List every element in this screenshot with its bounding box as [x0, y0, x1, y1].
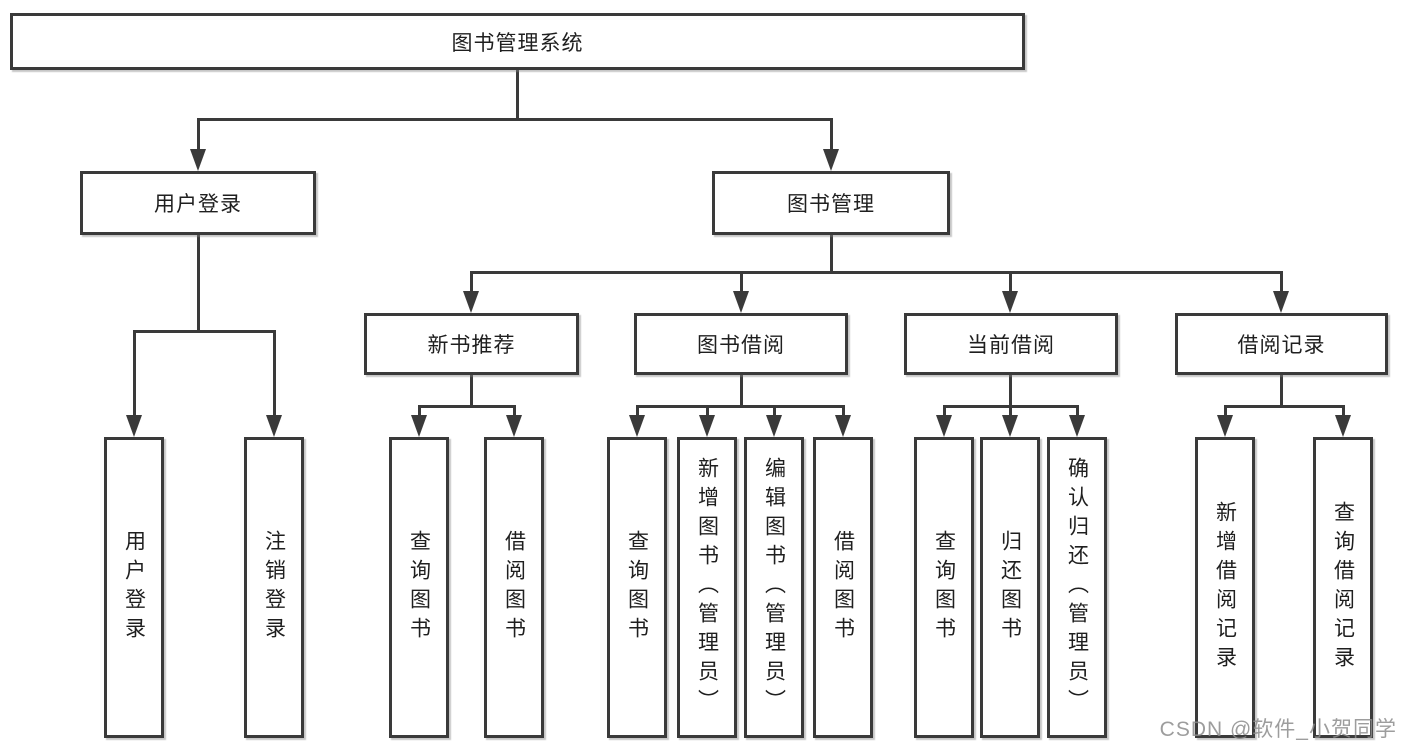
connector-book-borrow-stub — [740, 375, 743, 407]
arrow-leaf-login — [126, 415, 142, 437]
arrow-nb-borrow — [506, 415, 522, 437]
leaf-newbook-borrow-books-label: 借阅图书 — [502, 529, 526, 646]
connector-drop-book-borrow — [740, 271, 743, 293]
leaf-current-query-books-label: 查询图书 — [932, 529, 956, 646]
connector-drop-cb-return — [1009, 405, 1012, 416]
arrow-br-query — [1335, 415, 1351, 437]
connector-current-borrow-stub — [1009, 375, 1012, 407]
leaf-current-query-books: 查询图书 — [914, 437, 974, 738]
connector-drop-current-borrow — [1009, 271, 1012, 293]
arrow-bb-borrow — [835, 415, 851, 437]
arrow-nb-query — [411, 415, 427, 437]
arrow-cb-confirm — [1069, 415, 1085, 437]
leaf-records-add-record: 新增借阅记录 — [1195, 437, 1255, 738]
node-book-management-label: 图书管理 — [787, 193, 875, 216]
arrow-user-login — [190, 149, 206, 171]
arrow-bb-query — [629, 415, 645, 437]
connector-drop-br-add — [1224, 405, 1227, 416]
connector-level2-rail — [197, 118, 833, 121]
node-current-borrow: 当前借阅 — [904, 313, 1118, 375]
connector-drop-new-books — [470, 271, 473, 293]
connector-borrow-records-rail — [1224, 405, 1343, 408]
leaf-user-login-label: 用户登录 — [122, 529, 146, 646]
connector-drop-book-mgmt — [830, 118, 833, 151]
node-borrow-records-label: 借阅记录 — [1237, 334, 1326, 357]
leaf-borrow-edit-books-label: 编辑图书（管理员） — [762, 457, 786, 718]
node-user-login: 用户登录 — [80, 171, 316, 235]
leaf-borrow-add-books: 新增图书（管理员） — [677, 437, 737, 738]
leaf-logout-label: 注销登录 — [262, 529, 286, 646]
leaf-newbook-borrow-books: 借阅图书 — [484, 437, 544, 738]
node-user-login-label: 用户登录 — [154, 193, 242, 216]
connector-drop-borrow-records — [1280, 271, 1283, 293]
arrow-book-borrow — [733, 291, 749, 313]
arrow-borrow-records — [1273, 291, 1289, 313]
connector-drop-leaf-login — [133, 330, 136, 416]
connector-drop-br-query — [1342, 405, 1345, 416]
leaf-current-return-books: 归还图书 — [980, 437, 1040, 738]
leaf-borrow-edit-books: 编辑图书（管理员） — [744, 437, 804, 738]
leaf-current-confirm-return: 确认归还（管理员） — [1047, 437, 1107, 738]
leaf-borrow-query-books: 查询图书 — [607, 437, 667, 738]
node-borrow-records: 借阅记录 — [1175, 313, 1388, 375]
connector-user-login-stub — [197, 235, 200, 330]
connector-drop-bb-query — [636, 405, 639, 416]
leaf-logout: 注销登录 — [244, 437, 304, 738]
node-library-system-label: 图书管理系统 — [451, 31, 584, 55]
connector-drop-cb-confirm — [1076, 405, 1079, 416]
arrow-cb-query — [936, 415, 952, 437]
connector-drop-bb-borrow — [842, 405, 845, 416]
connector-drop-cb-query — [943, 405, 946, 416]
leaf-borrow-query-books-label: 查询图书 — [625, 529, 649, 646]
arrow-bb-add — [699, 415, 715, 437]
connector-drop-bb-add — [706, 405, 709, 416]
connector-drop-nb-query — [418, 405, 421, 416]
node-new-book-recommend: 新书推荐 — [364, 313, 579, 375]
connector-level3-rail — [471, 271, 1283, 274]
leaf-records-add-record-label: 新增借阅记录 — [1213, 500, 1237, 675]
leaf-newbook-query-books: 查询图书 — [389, 437, 449, 738]
arrow-leaf-logout — [266, 415, 282, 437]
connector-drop-leaf-logout — [273, 330, 276, 416]
connector-new-books-rail — [418, 405, 516, 408]
leaf-newbook-query-books-label: 查询图书 — [407, 529, 431, 646]
arrow-current-borrow — [1002, 291, 1018, 313]
node-book-management: 图书管理 — [712, 171, 950, 235]
leaf-current-confirm-return-label: 确认归还（管理员） — [1065, 457, 1089, 718]
leaf-borrow-borrow-books: 借阅图书 — [813, 437, 873, 738]
leaf-records-query-record-label: 查询借阅记录 — [1331, 500, 1355, 675]
leaf-current-return-books-label: 归还图书 — [998, 529, 1022, 646]
node-new-book-recommend-label: 新书推荐 — [427, 334, 516, 357]
leaf-records-query-record: 查询借阅记录 — [1313, 437, 1373, 738]
connector-drop-user-login — [197, 118, 200, 151]
arrow-book-mgmt — [823, 149, 839, 171]
arrow-bb-edit — [766, 415, 782, 437]
node-current-borrow-label: 当前借阅 — [967, 334, 1055, 357]
node-library-system: 图书管理系统 — [10, 13, 1025, 70]
connector-new-books-stub — [470, 375, 473, 407]
leaf-user-login: 用户登录 — [104, 437, 164, 738]
connector-drop-nb-borrow — [513, 405, 516, 416]
connector-borrow-records-stub — [1280, 375, 1283, 407]
connector-root-stub — [516, 70, 519, 118]
leaf-borrow-add-books-label: 新增图书（管理员） — [695, 457, 719, 718]
arrow-br-add — [1217, 415, 1233, 437]
node-book-borrow-label: 图书借阅 — [697, 334, 785, 357]
connector-drop-bb-edit — [773, 405, 776, 416]
connector-book-mgmt-stub — [830, 235, 833, 273]
node-book-borrow: 图书借阅 — [634, 313, 848, 375]
csdn-watermark: CSDN @软件_小贺同学 — [1159, 718, 1397, 741]
arrow-cb-return — [1002, 415, 1018, 437]
connector-user-login-rail — [133, 330, 276, 333]
arrow-new-books — [463, 291, 479, 313]
leaf-borrow-borrow-books-label: 借阅图书 — [831, 529, 855, 646]
connector-book-borrow-rail — [636, 405, 845, 408]
